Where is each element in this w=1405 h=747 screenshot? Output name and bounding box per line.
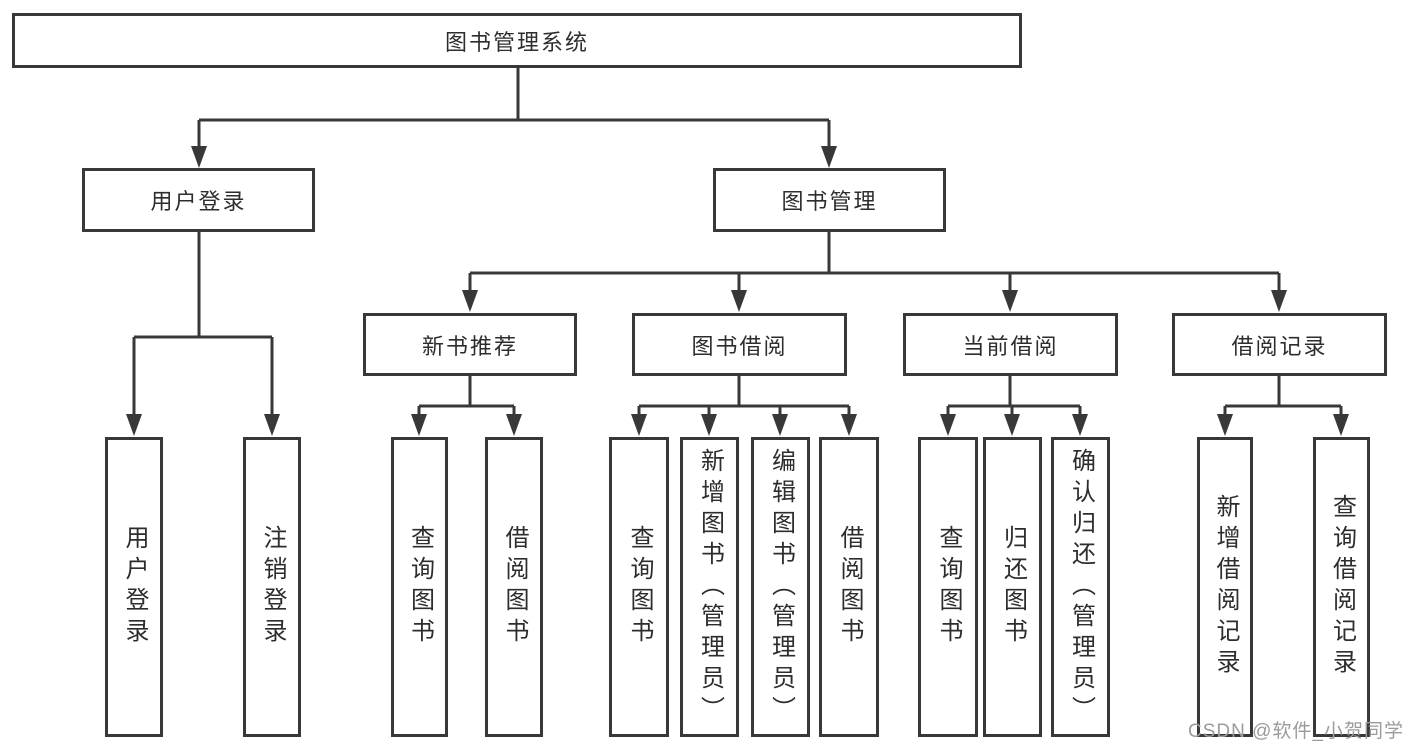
leaf-current-query-books: 查询图书 bbox=[918, 437, 978, 737]
leaf-record-query-borrow-record: 查询借阅记录 bbox=[1313, 437, 1370, 737]
leaf-newbook-query-books: 查询图书 bbox=[391, 437, 448, 737]
arrowheads bbox=[126, 146, 1349, 436]
leaf-current-return-books: 归还图书 bbox=[983, 437, 1042, 737]
node-book-borrowing: 图书借阅 bbox=[632, 313, 847, 376]
node-user-login: 用户登录 bbox=[82, 168, 315, 232]
leaf-borrowing-add-books-admin: 新增图书（管理员） bbox=[680, 437, 739, 737]
node-new-book-recommend: 新书推荐 bbox=[363, 313, 577, 376]
node-borrowing-records: 借阅记录 bbox=[1172, 313, 1387, 376]
csdn-watermark: CSDN @软件_小贺同学 bbox=[1188, 721, 1404, 742]
leaf-borrowing-edit-books-admin: 编辑图书（管理员） bbox=[751, 437, 810, 737]
leaf-borrowing-query-books: 查询图书 bbox=[609, 437, 669, 737]
leaf-user-login: 用户登录 bbox=[105, 437, 163, 737]
leaf-borrowing-borrow-books: 借阅图书 bbox=[819, 437, 879, 737]
node-book-management: 图书管理 bbox=[713, 168, 946, 232]
leaf-logout: 注销登录 bbox=[243, 437, 301, 737]
node-root-library-system: 图书管理系统 bbox=[12, 13, 1022, 68]
leaf-current-confirm-return-admin: 确认归还（管理员） bbox=[1051, 437, 1110, 737]
leaf-newbook-borrow-books: 借阅图书 bbox=[485, 437, 543, 737]
leaf-record-add-borrow-record: 新增借阅记录 bbox=[1197, 437, 1253, 737]
node-current-borrowing: 当前借阅 bbox=[903, 313, 1118, 376]
